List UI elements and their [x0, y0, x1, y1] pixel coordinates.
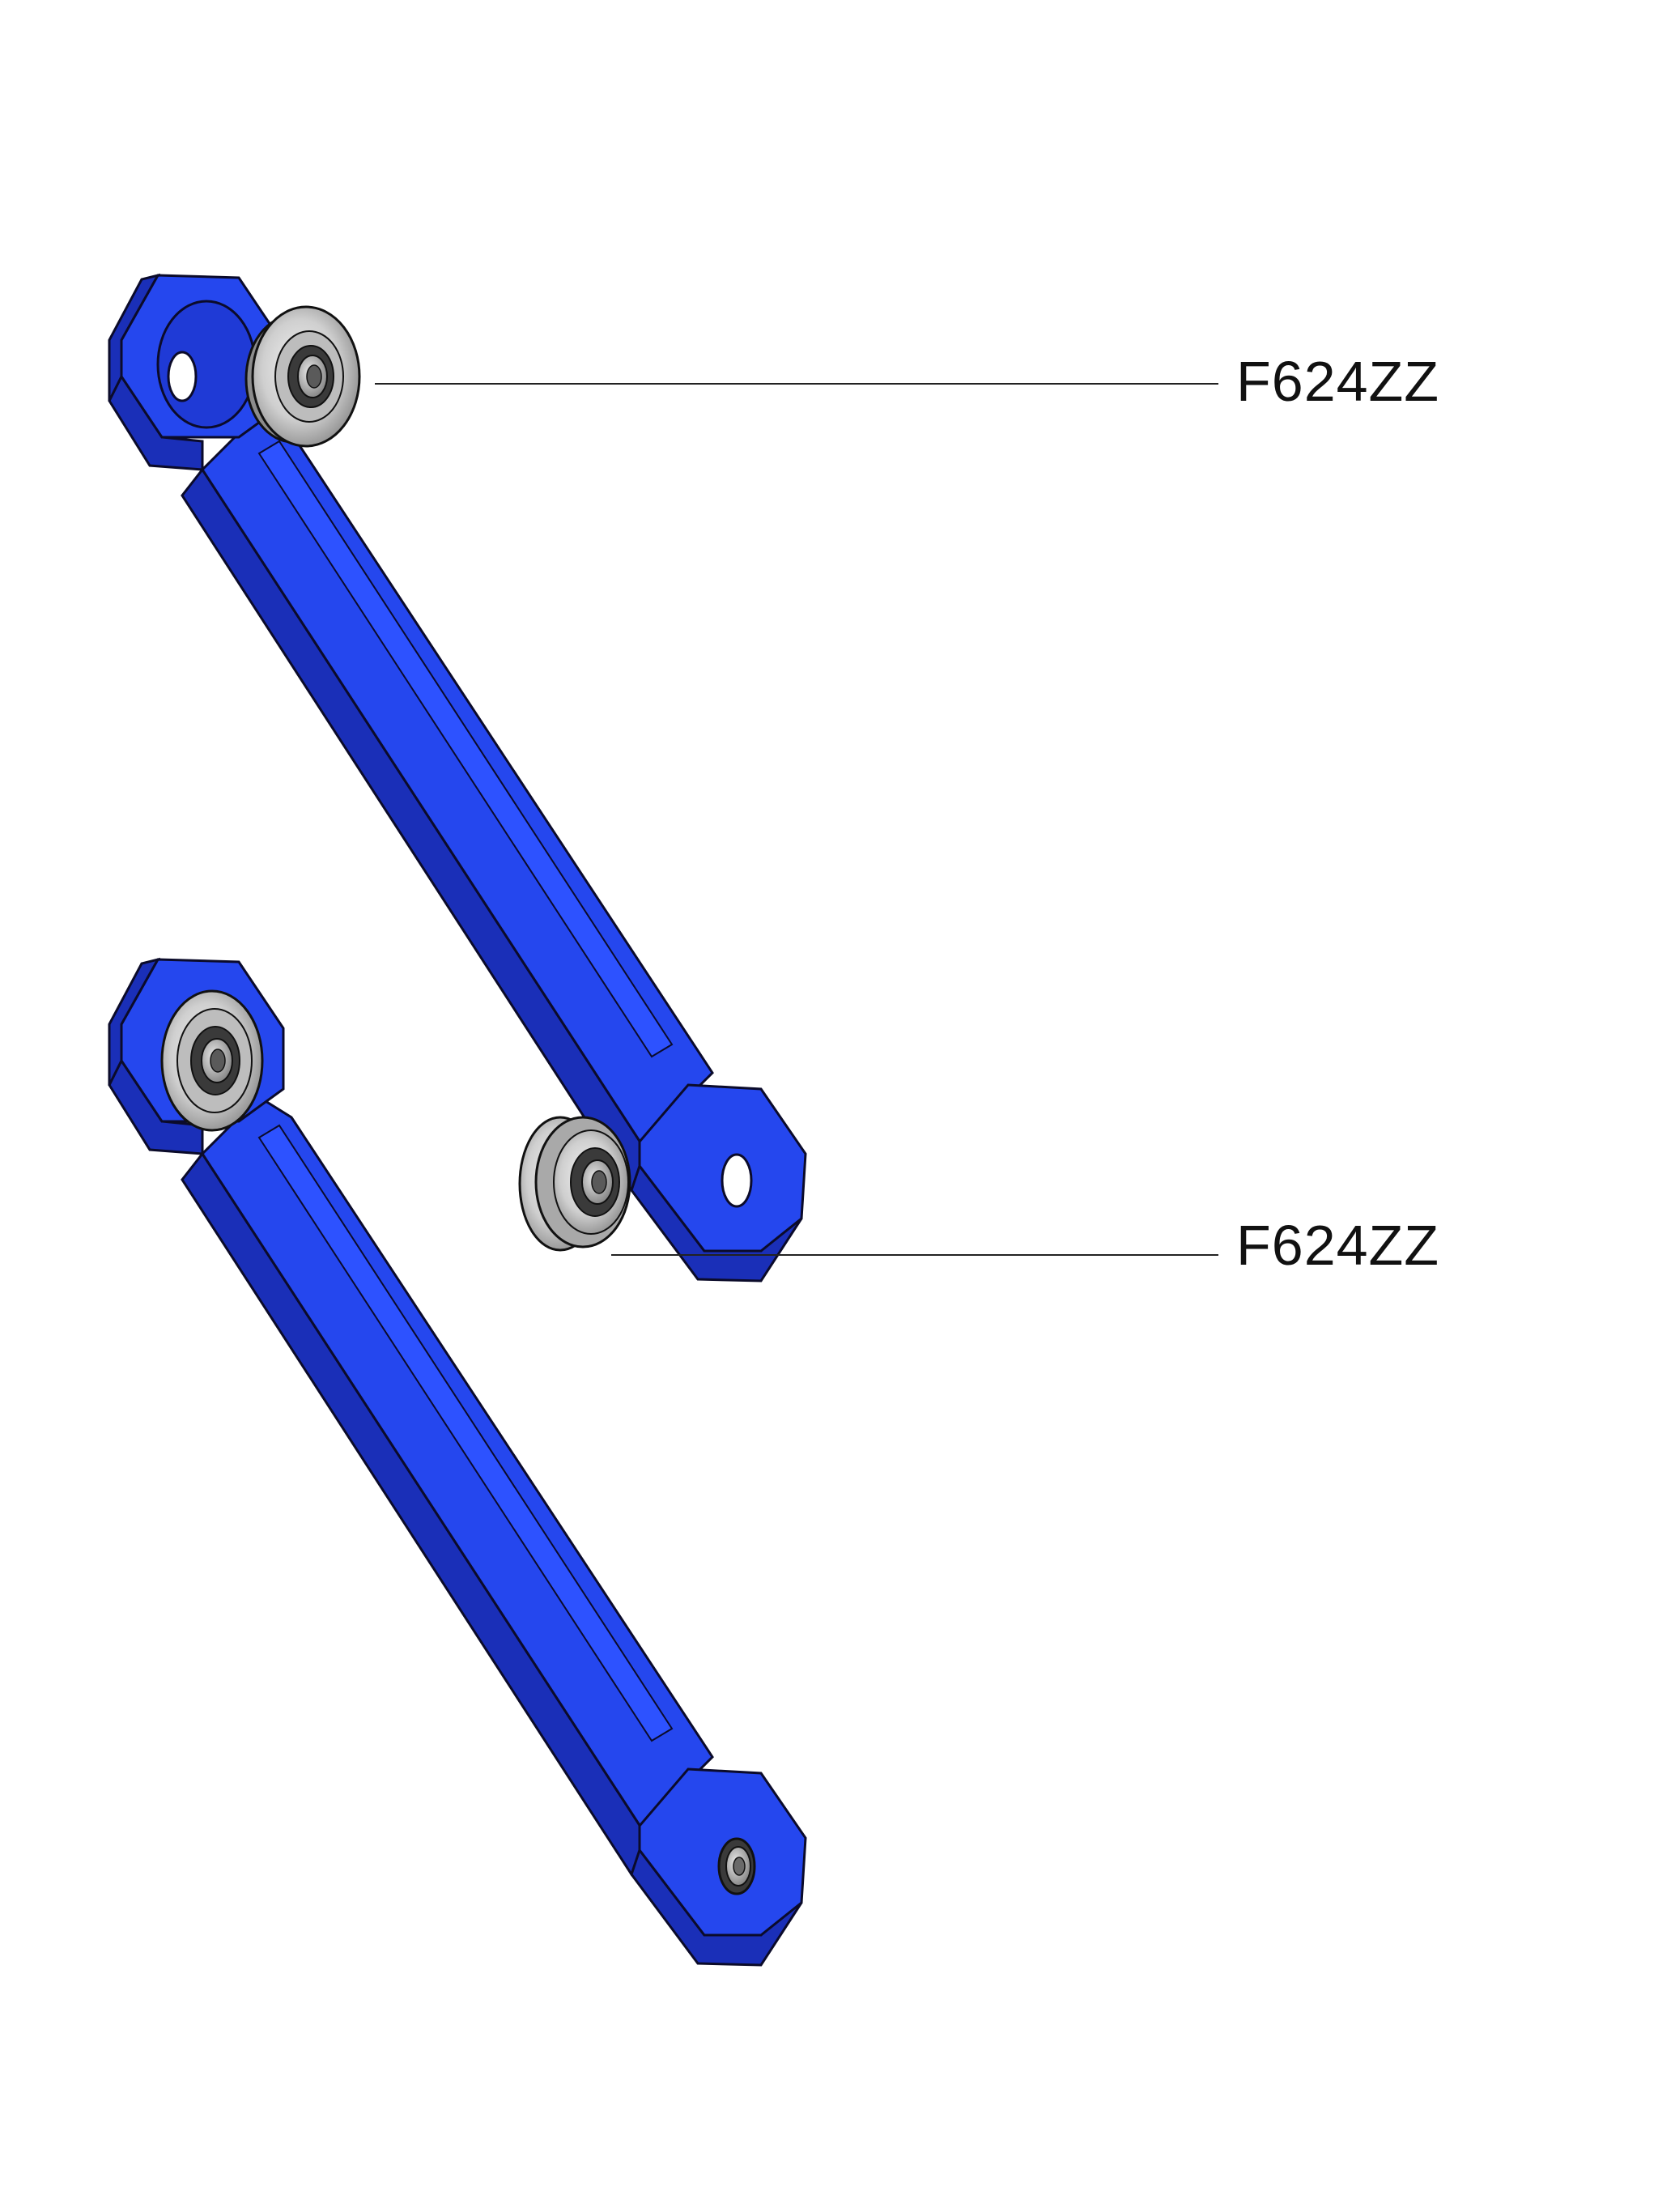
flanged-bearing-icon — [717, 1837, 756, 1895]
flanged-bearing-icon — [244, 305, 361, 448]
arm-top-upper-end-bevel — [108, 273, 161, 402]
link-arm-top — [108, 273, 807, 1283]
arm-bottom-beam-groove — [257, 1124, 674, 1742]
flanged-bearing-icon — [518, 1116, 631, 1252]
arm-top-beam-groove — [257, 440, 674, 1058]
flanged-bearing-icon — [160, 989, 264, 1132]
arm-top-lower-end-face — [638, 1083, 807, 1253]
callout-label-top: F624ZZ — [1236, 350, 1440, 413]
arm-bottom-beam-face — [201, 1095, 714, 1853]
link-arm-bottom — [108, 957, 807, 1967]
arm-bottom-upper-end-bevel — [108, 957, 161, 1086]
callout-label-bottom: F624ZZ — [1236, 1214, 1440, 1277]
arm-top-lower-hole — [721, 1153, 753, 1208]
arm-top-upper-hole — [167, 351, 198, 402]
arm-bottom-beam-side — [181, 1151, 657, 1877]
